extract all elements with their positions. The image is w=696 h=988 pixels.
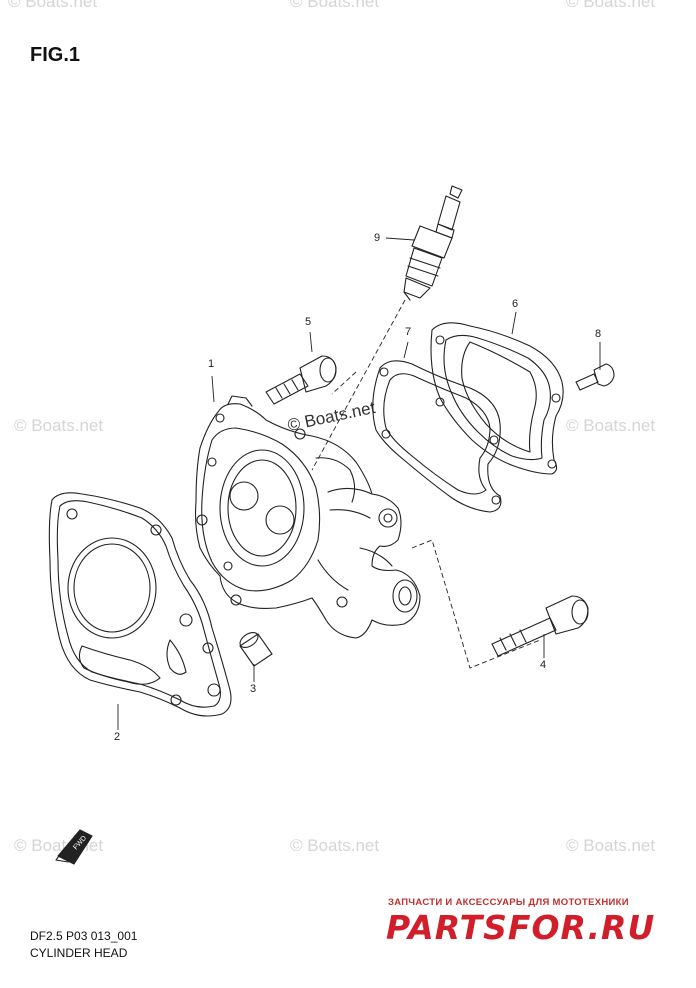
- watermark: © Boats.net: [566, 416, 656, 435]
- dowel-pin-part-3: [239, 631, 273, 667]
- callout-3: 3: [250, 683, 257, 695]
- callout-6: 6: [512, 298, 519, 310]
- head-gasket-part-2: [48, 492, 232, 717]
- callout-7: 7: [405, 326, 412, 338]
- callout-4: 4: [540, 659, 547, 671]
- diagram-code: DF2.5 P03 013_001: [30, 929, 138, 943]
- watermark: © Boats.net: [8, 0, 98, 11]
- watermark: © Boats.net: [14, 416, 104, 435]
- figure-title: FIG.1: [30, 44, 81, 66]
- callout-2: 2: [114, 731, 121, 743]
- callout-8: 8: [595, 328, 602, 340]
- cover-gasket-part-7: [372, 360, 502, 513]
- fwd-arrow-icon: [55, 829, 93, 865]
- callout-1: 1: [208, 358, 215, 370]
- brand-logo[interactable]: PARTSFOR.RU: [386, 908, 656, 947]
- bolt-part-8: [575, 363, 615, 391]
- bolt-part-5: [265, 355, 337, 405]
- head-cover-part-6: [430, 322, 564, 475]
- watermark: © Boats.net: [566, 836, 656, 855]
- watermark: © Boats.net: [290, 0, 380, 11]
- spark-plug-part-9: [403, 185, 463, 301]
- watermark: © Boats.net: [566, 0, 656, 11]
- bolt-part-4: [491, 595, 589, 657]
- callout-5: 5: [305, 316, 312, 328]
- diagram-name: CYLINDER HEAD: [30, 946, 128, 960]
- watermark: © Boats.net: [290, 836, 380, 855]
- brand-tagline: ЗАПЧАСТИ И АКСЕССУАРЫ ДЛЯ МОТОТЕХНИКИ: [388, 897, 629, 908]
- cylinder-head-part-1: [194, 395, 421, 639]
- callout-9: 9: [374, 232, 381, 244]
